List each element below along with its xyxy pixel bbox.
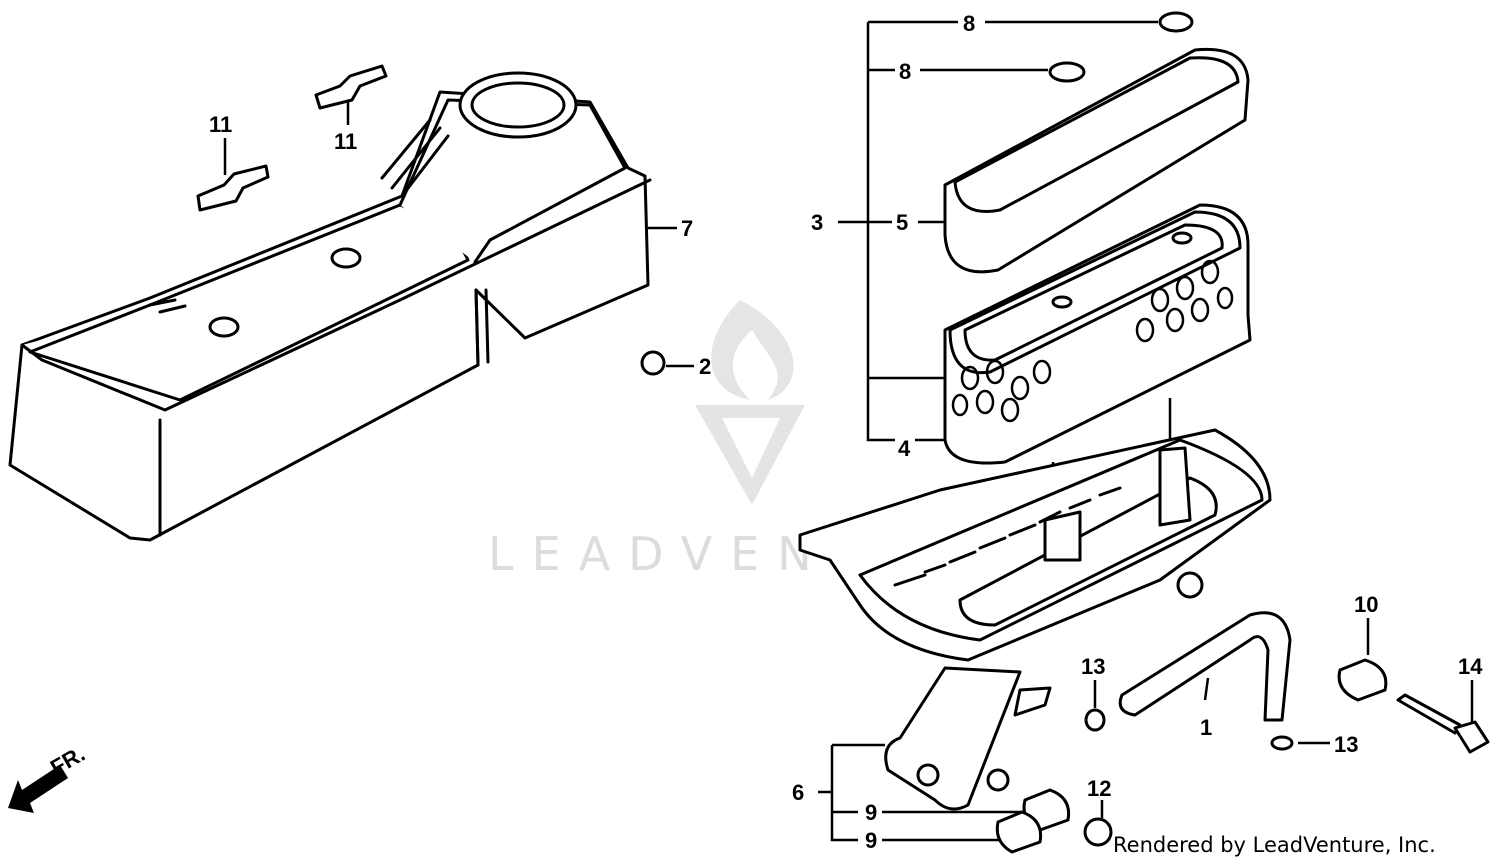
watermark-v-icon xyxy=(695,405,805,505)
grommet-upper xyxy=(1158,11,1194,33)
wing-nut-lower xyxy=(196,164,270,212)
nut xyxy=(640,350,666,376)
callout-11a: 11 xyxy=(209,112,232,137)
callout-11b: 11 xyxy=(334,129,357,154)
watermark-flame-icon xyxy=(711,300,794,400)
nut-12 xyxy=(1083,817,1113,847)
front-arrow: FR. xyxy=(8,741,89,813)
callout-1: 1 xyxy=(1200,715,1212,740)
bolt xyxy=(1396,693,1490,754)
clip-left xyxy=(1084,708,1106,732)
front-arrow-icon xyxy=(8,765,68,813)
callout-10: 10 xyxy=(1354,592,1378,617)
breather-tube xyxy=(1118,611,1292,722)
air-cleaner-cover xyxy=(8,71,652,542)
callout-14: 14 xyxy=(1458,654,1483,679)
callout-13b: 13 xyxy=(1334,732,1358,757)
callout-5: 5 xyxy=(896,210,908,235)
grommet-lower xyxy=(1048,61,1086,83)
callout-labels: 8 8 3 5 4 7 2 11 11 6 9 9 1 13 13 10 14 … xyxy=(209,11,1483,853)
wing-nut-upper xyxy=(314,64,388,110)
callout-6: 6 xyxy=(792,780,804,805)
callout-8b: 8 xyxy=(899,59,911,84)
callout-9b: 9 xyxy=(865,828,877,853)
callout-4: 4 xyxy=(898,436,911,461)
clip-right xyxy=(1270,735,1294,751)
air-cleaner-case xyxy=(798,428,1272,662)
callout-13a: 13 xyxy=(1081,654,1105,679)
callout-2: 2 xyxy=(699,354,711,379)
callout-12: 12 xyxy=(1087,776,1111,801)
elbow xyxy=(884,666,1052,811)
callout-7: 7 xyxy=(681,216,693,241)
callout-3: 3 xyxy=(811,210,823,235)
collar-10 xyxy=(1337,658,1388,702)
callout-9a: 9 xyxy=(865,800,877,825)
paper-element xyxy=(943,203,1252,465)
leader-lines xyxy=(223,20,1474,842)
foam-element xyxy=(943,47,1250,274)
credit-text: Rendered by LeadVenture, Inc. xyxy=(1113,833,1436,857)
collar-lower xyxy=(995,810,1043,854)
callout-8a: 8 xyxy=(963,11,975,36)
